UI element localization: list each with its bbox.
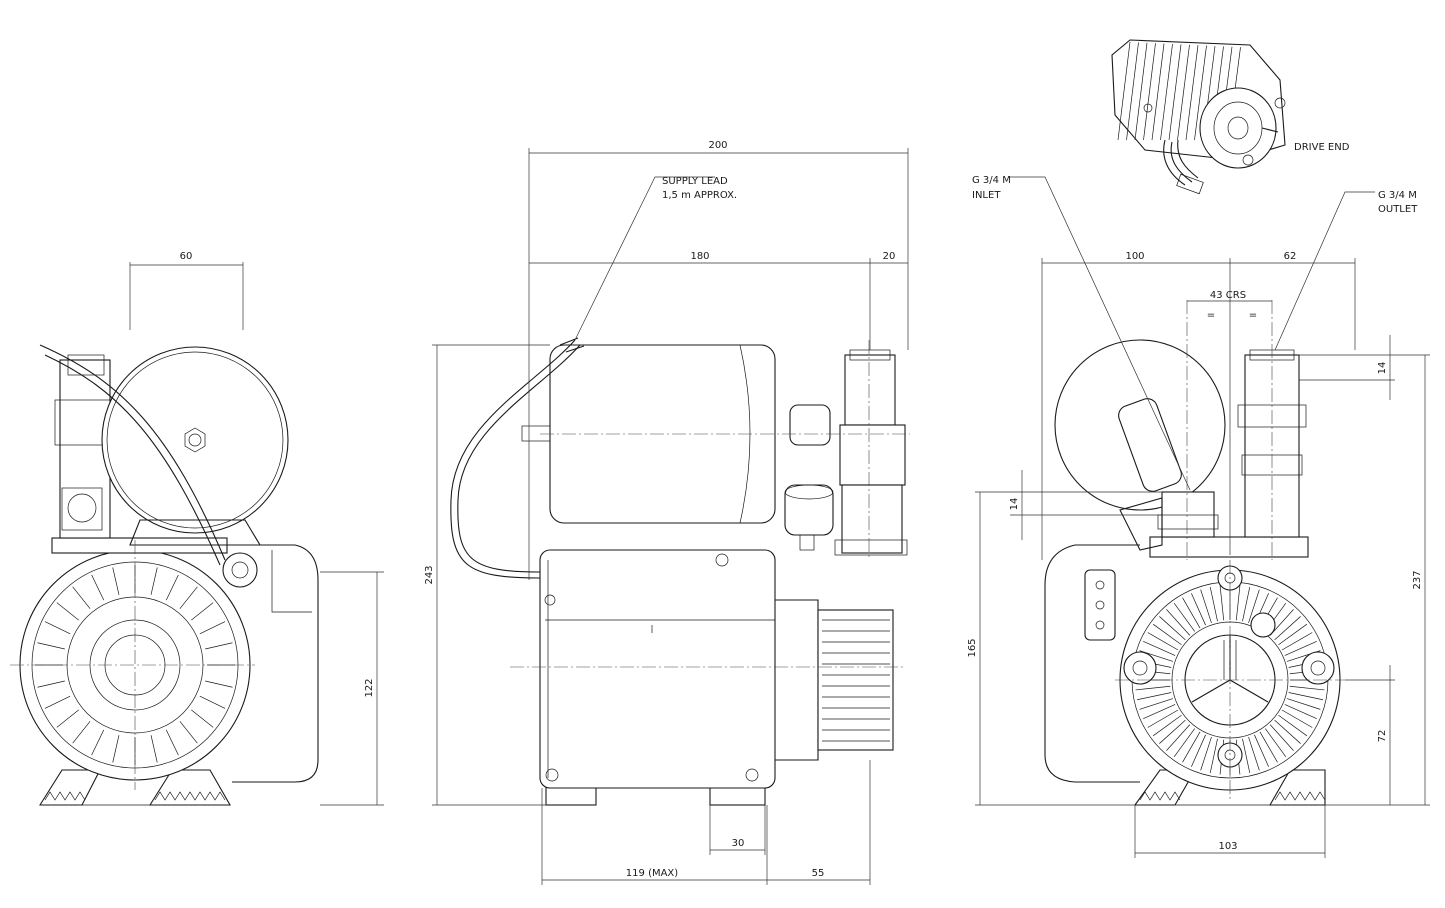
drive-end-label: DRIVE END xyxy=(1294,142,1350,153)
dim-right-width: 100 xyxy=(1125,251,1144,262)
dim-foot-width: 30 xyxy=(732,838,745,849)
right-pump-end-view: G 3/4 M INLET G 3/4 M OUTLET 100 62 43 C… xyxy=(967,175,1430,858)
dim-right-height: 237 xyxy=(1412,570,1423,589)
dim-port-thread-mid: 14 xyxy=(1009,498,1020,511)
dim-base-offset: 55 xyxy=(812,868,825,879)
dim-left-width: 60 xyxy=(180,251,193,262)
supply-lead-label-2: 1,5 m APPROX. xyxy=(662,190,737,201)
supply-lead-label-1: SUPPLY LEAD xyxy=(662,176,728,187)
dim-inlet-height: 165 xyxy=(967,638,978,657)
dim-right-offset: 62 xyxy=(1284,251,1297,262)
dim-port-centres: 43 CRS xyxy=(1210,290,1246,301)
dim-spigot-length: 20 xyxy=(883,251,896,262)
isometric-motor: DRIVE END xyxy=(1111,39,1350,195)
middle-side-view: SUPPLY LEAD 1,5 m APPROX. 200 180 20 243… xyxy=(424,140,910,885)
dim-port-thread-top: 14 xyxy=(1377,362,1388,375)
dim-base-length: 119 (MAX) xyxy=(626,868,678,879)
dim-motor-length: 180 xyxy=(690,251,709,262)
dim-equal-a: = xyxy=(1207,310,1215,321)
dim-right-base: 103 xyxy=(1218,841,1237,852)
outlet-label-1: G 3/4 M xyxy=(1378,190,1417,201)
outlet-label-2: OUTLET xyxy=(1378,204,1418,215)
dim-overall-height: 243 xyxy=(424,565,435,584)
inlet-label-2: INLET xyxy=(972,190,1001,201)
dim-equal-b: = xyxy=(1249,310,1257,321)
left-end-view: 60 122 xyxy=(10,251,384,806)
dim-overall-length: 200 xyxy=(708,140,727,151)
inlet-label-1: G 3/4 M xyxy=(972,175,1011,186)
dim-left-height: 122 xyxy=(364,678,375,697)
dim-shaft-height: 72 xyxy=(1377,730,1388,743)
